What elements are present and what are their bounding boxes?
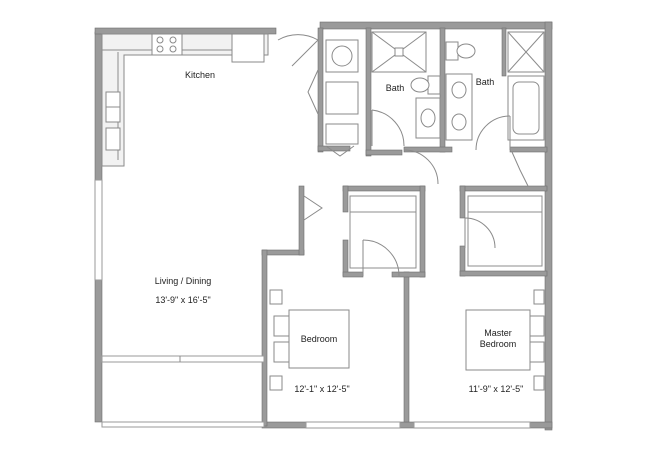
- wall-master-north: [459, 185, 548, 192]
- sink-1-icon: [420, 108, 436, 128]
- dishwasher: [105, 127, 121, 151]
- stove: [151, 33, 183, 56]
- toilet-tank-1: [427, 75, 441, 95]
- wall-bedroom-closet-south: [342, 271, 364, 278]
- wall-bedroom-nw-stub: [342, 185, 349, 213]
- kitchen-fixtures: [101, 33, 269, 167]
- master-bedroom-label-line-1: Master: [484, 328, 512, 338]
- nightstand: [533, 289, 545, 305]
- wall-bedroom-east: [403, 271, 410, 423]
- burner-icon: [156, 45, 164, 53]
- nightstand: [269, 289, 283, 305]
- bath-1-fixtures: [371, 31, 441, 185]
- washer-drum-icon: [331, 45, 353, 67]
- wall-south-west: [261, 421, 307, 429]
- wall-bedroom-stub: [298, 185, 305, 256]
- balcony-slider: [101, 355, 265, 363]
- bedroom-window: [305, 421, 401, 429]
- burner-icon: [169, 45, 177, 53]
- wall-north-bath: [319, 21, 553, 30]
- wall-bath1-west: [365, 27, 372, 157]
- pillow: [529, 341, 545, 363]
- sink-2-icon: [451, 81, 467, 99]
- burner-icon: [169, 36, 177, 44]
- pillow: [529, 315, 545, 337]
- wall-bath-south-1: [365, 149, 403, 156]
- master-bedroom-label-line-2: Bedroom: [480, 339, 517, 349]
- bath-1-label: Bath: [386, 83, 405, 93]
- wall-master-closet-west: [459, 185, 466, 219]
- wall-closet-south: [317, 145, 351, 152]
- wall-south-east: [529, 421, 553, 429]
- master-closet-door-swing-icon: [464, 217, 496, 249]
- dryer: [325, 81, 359, 115]
- bedroom-door-swing-icon: [362, 239, 400, 277]
- wall-south-mid: [399, 421, 415, 429]
- master-closet-outline: [467, 195, 543, 267]
- wall-bedroom-north-a: [261, 249, 305, 256]
- interior-walls: [261, 27, 548, 427]
- balcony-edge: [101, 421, 265, 428]
- west-window: [94, 179, 103, 281]
- nightstand: [269, 375, 283, 391]
- kitchen-label: Kitchen: [185, 70, 215, 80]
- nightstand: [533, 375, 545, 391]
- windows: [94, 179, 531, 429]
- refrigerator: [231, 33, 265, 63]
- pillow: [273, 315, 290, 337]
- wall-bath-divider: [439, 27, 446, 153]
- closet-outlines: [349, 195, 543, 269]
- shower-drain-icon: [394, 47, 404, 57]
- closet-door-icon: [307, 69, 319, 115]
- bedroom-dimensions: 12'-1" x 12'-5": [294, 384, 349, 394]
- toilet-1-icon: [410, 77, 430, 93]
- bath-2-label: Bath: [476, 77, 495, 87]
- wall-master-closet-south: [459, 270, 548, 277]
- wall-north-kitchen: [94, 27, 277, 35]
- living-dining-dimensions: 13'-9" x 16'-5": [155, 295, 210, 305]
- bedroom-label: Bedroom: [301, 334, 338, 344]
- toilet-2-icon: [456, 43, 476, 59]
- washer: [325, 39, 359, 73]
- wall-bath-south-2: [403, 146, 453, 153]
- master-window: [413, 421, 531, 429]
- bedroom-fixtures: [269, 195, 400, 391]
- wall-bath2-shower-divider: [501, 27, 507, 77]
- bedroom-closet-outline: [349, 195, 417, 269]
- wall-bedroom-west: [261, 249, 268, 427]
- master-bed: [465, 309, 531, 371]
- bath-2-fixtures: [445, 31, 545, 187]
- wall-east: [544, 21, 553, 431]
- wall-bedroom-closet-west: [342, 239, 349, 277]
- wall-bedroom-closet-east: [419, 185, 426, 278]
- wall-bedroom-closet-south-b: [391, 271, 426, 278]
- bath-1-door-swing-icon: [371, 109, 405, 147]
- bath-2-door-swing-icon: [475, 115, 511, 151]
- wall-bath-south-3: [509, 146, 548, 153]
- master-bedroom-dimensions: 11'-9" x 12'-5": [469, 384, 524, 394]
- bathtub: [507, 75, 545, 141]
- room-labels: Kitchen Living / Dining 13'-9" x 16'-5" …: [155, 70, 524, 394]
- wall-bedroom-north-b: [342, 185, 426, 192]
- entry-door-swing-icon: [277, 34, 319, 41]
- burner-icon: [156, 36, 164, 44]
- laundry-fixtures: [277, 34, 359, 157]
- sink-3-icon: [451, 113, 467, 131]
- master-bedroom-fixtures: [464, 217, 545, 391]
- bed: [288, 309, 350, 369]
- toilet-tank-2: [445, 41, 459, 61]
- linen-shelf: [325, 123, 359, 145]
- wall-closet-west: [317, 27, 324, 153]
- living-dining-label: Living / Dining: [155, 276, 212, 286]
- pillow: [273, 341, 290, 363]
- bedroom-closet-door-icon: [303, 195, 323, 221]
